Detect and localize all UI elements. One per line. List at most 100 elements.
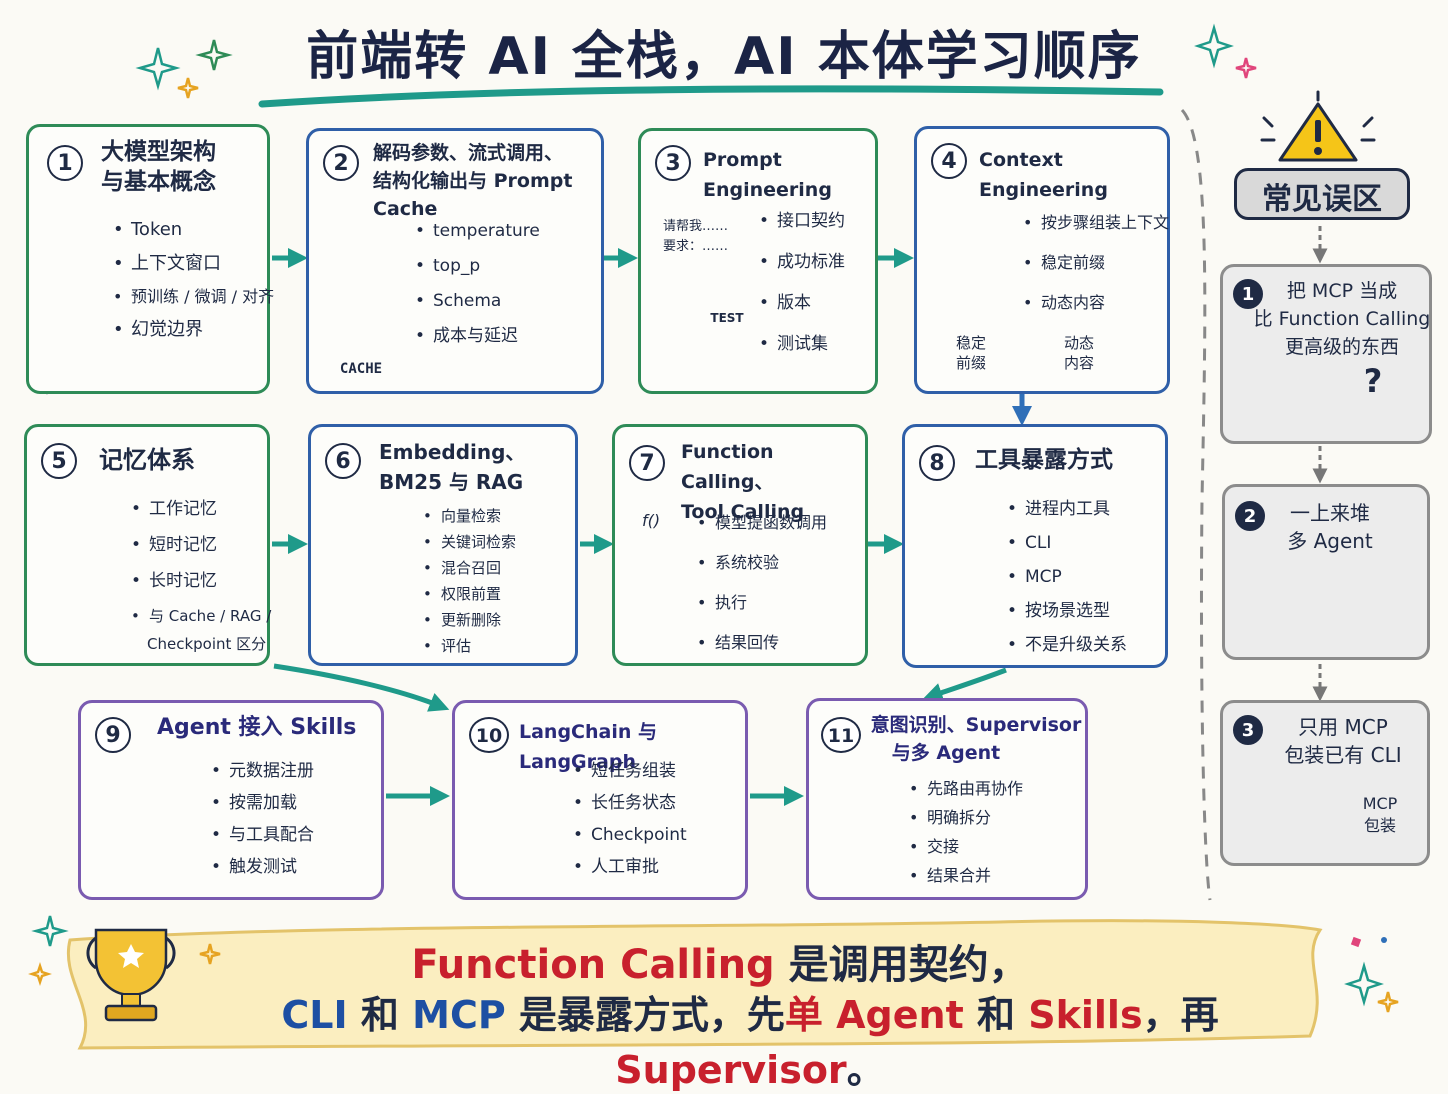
list-item: 动态内容	[1023, 295, 1169, 312]
list-item: 短任务组装	[573, 763, 687, 781]
list-item: 执行	[697, 595, 827, 612]
list-item: 人工审批	[573, 859, 687, 877]
step-card-4: 4 Context Engineering 按步骤组装上下文 稳定前缀 动态内容…	[914, 126, 1170, 394]
step-title: 与多 Agent	[891, 742, 1001, 764]
list-item: 工作记忆	[131, 501, 271, 519]
step-number: 11	[821, 717, 861, 753]
list-item: 版本	[759, 295, 845, 313]
bubble-text: 要求：……	[663, 239, 729, 254]
list-item: 混合召回	[423, 561, 516, 577]
list-item: CLI	[1007, 535, 1127, 553]
flow-arrow	[922, 667, 1007, 703]
step-card-5: 5 记忆体系 工作记忆 短时记忆 长时记忆 与 Cache / RAG / Ch…	[24, 424, 271, 666]
list-item: 元数据注册	[211, 763, 314, 781]
list-item: 关键词检索	[423, 535, 516, 551]
list-item: 评估	[423, 639, 516, 655]
banner-line-2: CLI 和 MCP 是暴露方式，先单 Agent 和 Skills，再 Supe…	[200, 984, 1300, 1094]
mistake-text: 比 Function Calling	[1253, 308, 1431, 330]
list-item: 不是升级关系	[1007, 637, 1127, 655]
list-item: 结果回传	[697, 635, 827, 652]
mistake-text: 只用 MCP	[1298, 715, 1388, 739]
separator-dashed	[1180, 108, 1212, 901]
mcp-wrap-label: MCP	[1362, 794, 1398, 813]
list-item: 接口契约	[759, 213, 845, 231]
page-title: 前端转 AI 全栈，AI 本体学习顺序	[306, 27, 1142, 87]
banner-segment: Supervisor	[615, 1048, 847, 1092]
list-item: Token	[113, 221, 274, 240]
step-title: Prompt Engineering	[703, 149, 832, 201]
list-item: top_p	[415, 258, 540, 276]
function-label: f()	[641, 511, 661, 530]
list-item: 按需加载	[211, 795, 314, 813]
mistake-card-1: 1 把 MCP 当成 比 Function Calling 更高级的东西	[1220, 264, 1432, 444]
step-card-11: 11 意图识别、Supervisor 与多 Agent 先路由再协作 明确拆分 …	[806, 698, 1088, 900]
list-item: 权限前置	[423, 587, 516, 603]
step-title: 结构化输出与 Prompt Cache	[373, 170, 573, 220]
list-item: 与工具配合	[211, 827, 314, 845]
mcp-wrap-label: 包装	[1363, 816, 1396, 835]
stable-prefix-label: 稳定	[955, 334, 986, 352]
list-item: 系统校验	[697, 555, 827, 572]
step-card-6: 6 Embedding、 BM25 与 RAG 向量检索 关键词检索 混合召回 …	[308, 424, 578, 666]
list-item: 短时记忆	[131, 537, 271, 555]
list-item: 触发测试	[211, 859, 314, 877]
step-card-7: 7 Function Calling、 Tool Calling f() 模型提…	[612, 424, 868, 666]
warning-icon	[1260, 90, 1376, 162]
banner-segment: 。	[846, 1048, 885, 1092]
step-title: 工具暴露方式	[975, 447, 1113, 473]
step-title: Function Calling、	[681, 441, 774, 493]
cache-label: CACHE	[339, 361, 383, 377]
list-item: 进程内工具	[1007, 501, 1127, 519]
list-item: 按步骤组装上下文	[1023, 215, 1169, 232]
mistake-card-2: 2 一上来堆 多 Agent	[1222, 484, 1430, 660]
mistake-text: 一上来堆	[1290, 501, 1370, 525]
list-item: 稳定前缀	[1023, 255, 1169, 272]
list-item: 交接	[909, 839, 1023, 856]
mistakes-title-badge	[1234, 168, 1410, 220]
title-underline	[258, 85, 1164, 108]
trophy-icon	[86, 928, 176, 1022]
list-item: 结果合并	[909, 868, 1023, 885]
list-item: 模型提函数调用	[697, 515, 827, 532]
mistake-number: 2	[1235, 501, 1265, 531]
step-card-9: 9 Agent 接入 Skills 元数据注册 按需加载 与工具配合 触发测试	[78, 700, 384, 900]
list-item: Schema	[415, 293, 540, 311]
banner-segment: ，再	[1142, 993, 1219, 1037]
step-title: BM25 与 RAG	[379, 470, 524, 494]
step-number: 5	[41, 443, 77, 479]
step-title: 记忆体系	[99, 446, 195, 474]
list-item: 长任务状态	[573, 795, 687, 813]
step-title: Embedding、	[379, 440, 526, 464]
step-number: 2	[323, 145, 359, 181]
list-item: 预训练 / 微调 / 对齐	[113, 289, 274, 306]
mistake-text: 包装已有 CLI	[1284, 743, 1402, 767]
banner-segment: CLI	[281, 993, 348, 1037]
list-item: MCP	[1007, 569, 1127, 587]
mistakes-title: 常见误区	[1262, 182, 1382, 217]
list-item: 上下文窗口	[113, 255, 274, 274]
step-title: Agent 接入 Skills	[157, 715, 357, 740]
dynamic-content-label: 动态	[1063, 334, 1094, 352]
step-title: 意图识别、Supervisor	[870, 714, 1082, 736]
banner-segment: Function Calling	[411, 942, 775, 988]
banner-segment: 和	[963, 993, 1029, 1037]
step-number: 3	[655, 145, 691, 181]
banner-line-1: Function Calling 是调用契约，	[220, 932, 1220, 990]
step-number: 1	[47, 145, 83, 181]
list-item: temperature	[415, 223, 540, 241]
mistake-number: 1	[1233, 279, 1263, 309]
list-item: 成本与延迟	[415, 328, 540, 346]
list-item: 按场景选型	[1007, 603, 1127, 621]
banner-segment: Skills	[1028, 993, 1143, 1037]
list-item: 更新删除	[423, 613, 516, 629]
step-number: 6	[325, 443, 361, 479]
step-title: 大模型架构	[101, 139, 216, 165]
list-item: 幻觉边界	[113, 321, 274, 340]
banner-segment: 和	[347, 993, 413, 1037]
list-item-continuation: Checkpoint 区分	[147, 635, 267, 653]
step-number: 10	[469, 717, 509, 753]
bubble-text: 请帮我……	[663, 219, 729, 234]
list-item: 与 Cache / RAG /	[131, 609, 271, 625]
mistake-card-3: 3 只用 MCP 包装已有 CLI MCP 包装	[1220, 700, 1430, 866]
question-mark-icon: ?	[1363, 362, 1383, 400]
